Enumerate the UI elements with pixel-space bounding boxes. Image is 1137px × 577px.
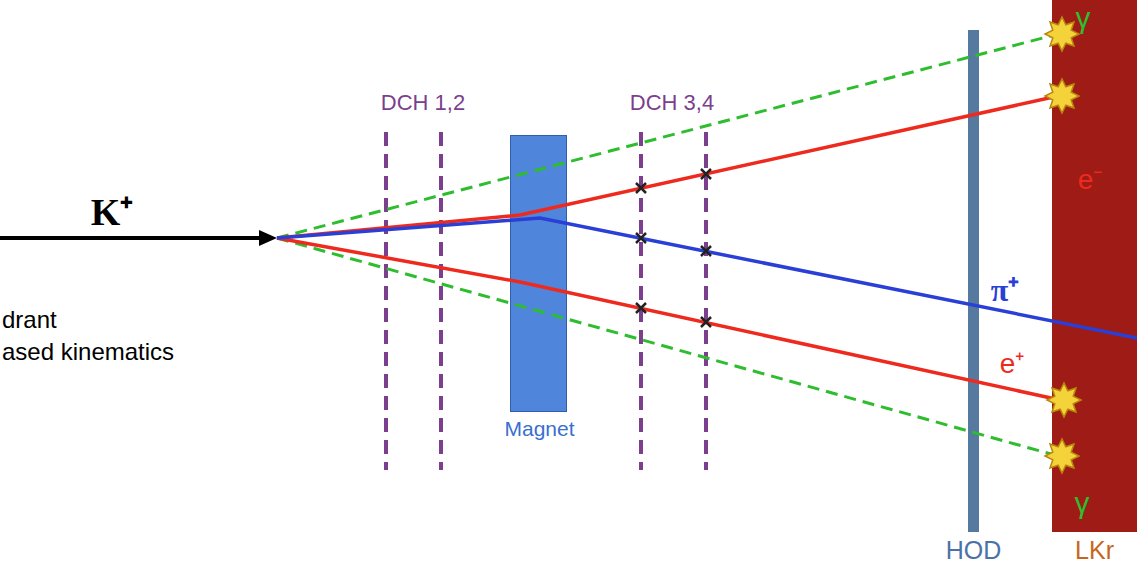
beam-arrowhead <box>259 230 277 246</box>
chamber-label: DCH 1,2 <box>381 90 465 116</box>
note-text: ased kinematics <box>2 338 174 366</box>
note-text: drant <box>2 306 57 334</box>
particle-label: γ <box>1075 486 1090 520</box>
charged-tracks <box>277 96 1137 400</box>
particle-label: e⁺ <box>1000 343 1025 381</box>
particle-label: γ <box>1076 1 1091 35</box>
chamber-label: DCH 3,4 <box>630 90 714 116</box>
beam-label: K⁺ <box>91 184 134 236</box>
shower-clusters <box>1045 17 1081 473</box>
hodoscope-bar: HOD <box>968 30 979 532</box>
part-name: LKr <box>1075 536 1114 565</box>
hit-marks <box>636 169 711 327</box>
magnet-box: Magnet <box>510 135 567 412</box>
particle-label: e⁻ <box>1078 159 1103 197</box>
part-name: HOD <box>946 536 1002 565</box>
kaon-beam <box>0 236 262 240</box>
part-name: Magnet <box>504 417 574 441</box>
particle-label: π⁺ <box>991 267 1020 310</box>
